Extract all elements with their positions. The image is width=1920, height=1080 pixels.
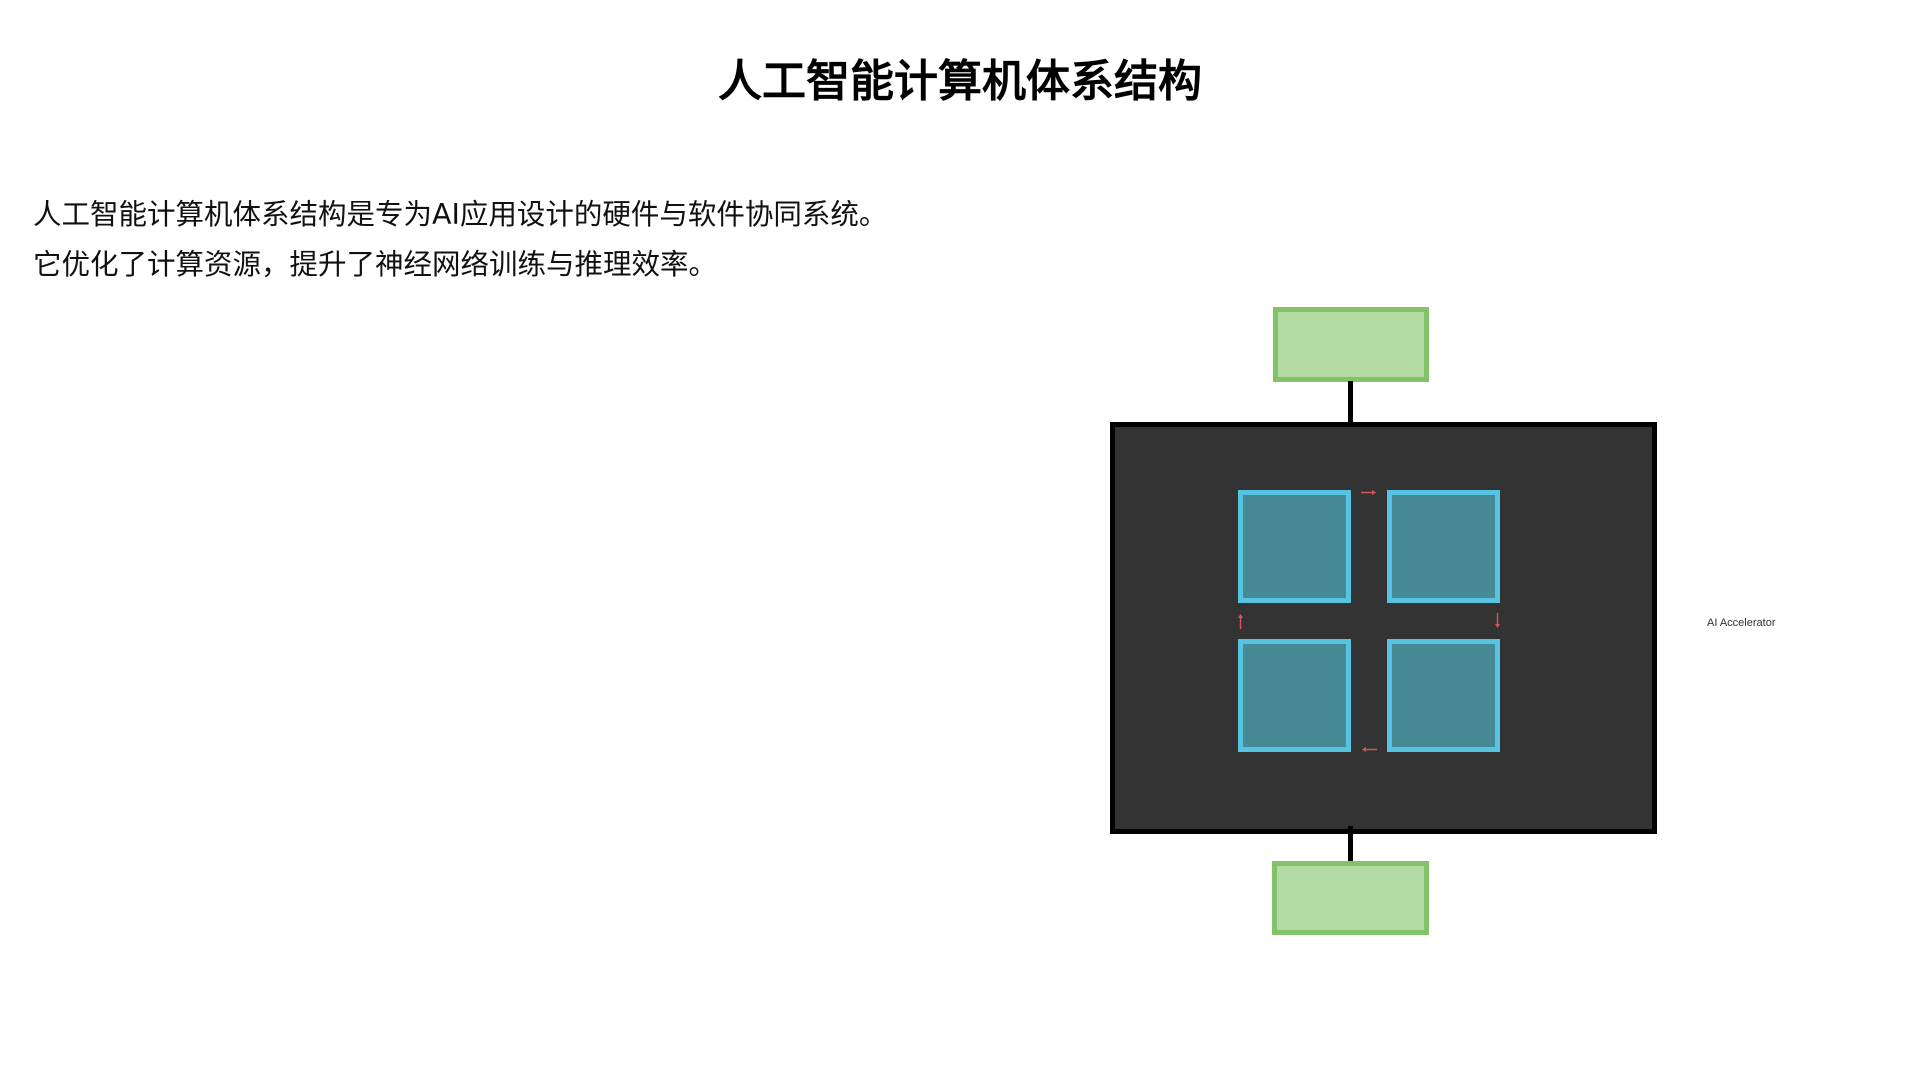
page-title: 人工智能计算机体系结构 — [718, 56, 1202, 107]
output-block — [1272, 861, 1429, 935]
description-line-2: 它优化了计算资源，提升了神经网络训练与推理效率。 — [33, 248, 718, 281]
connector-top — [1348, 381, 1353, 423]
description-line-1: 人工智能计算机体系结构是专为AI应用设计的硬件与软件协同系统。 — [33, 198, 888, 231]
input-block — [1273, 307, 1429, 382]
arrow-down-icon — [1494, 613, 1501, 629]
description: 人工智能计算机体系结构是专为AI应用设计的硬件与软件协同系统。 它优化了计算资源… — [33, 190, 887, 290]
core-bottom-right — [1387, 639, 1500, 752]
core-bottom-left — [1238, 639, 1351, 752]
connector-bottom — [1348, 826, 1353, 862]
accelerator-label: AI Accelerator — [1707, 617, 1776, 629]
accelerator-block — [1110, 422, 1657, 834]
arrow-right-icon — [1361, 489, 1377, 496]
core-top-left — [1238, 490, 1351, 603]
arrow-up-icon — [1237, 613, 1244, 629]
core-top-right — [1387, 490, 1500, 603]
arrow-left-icon — [1361, 746, 1377, 753]
